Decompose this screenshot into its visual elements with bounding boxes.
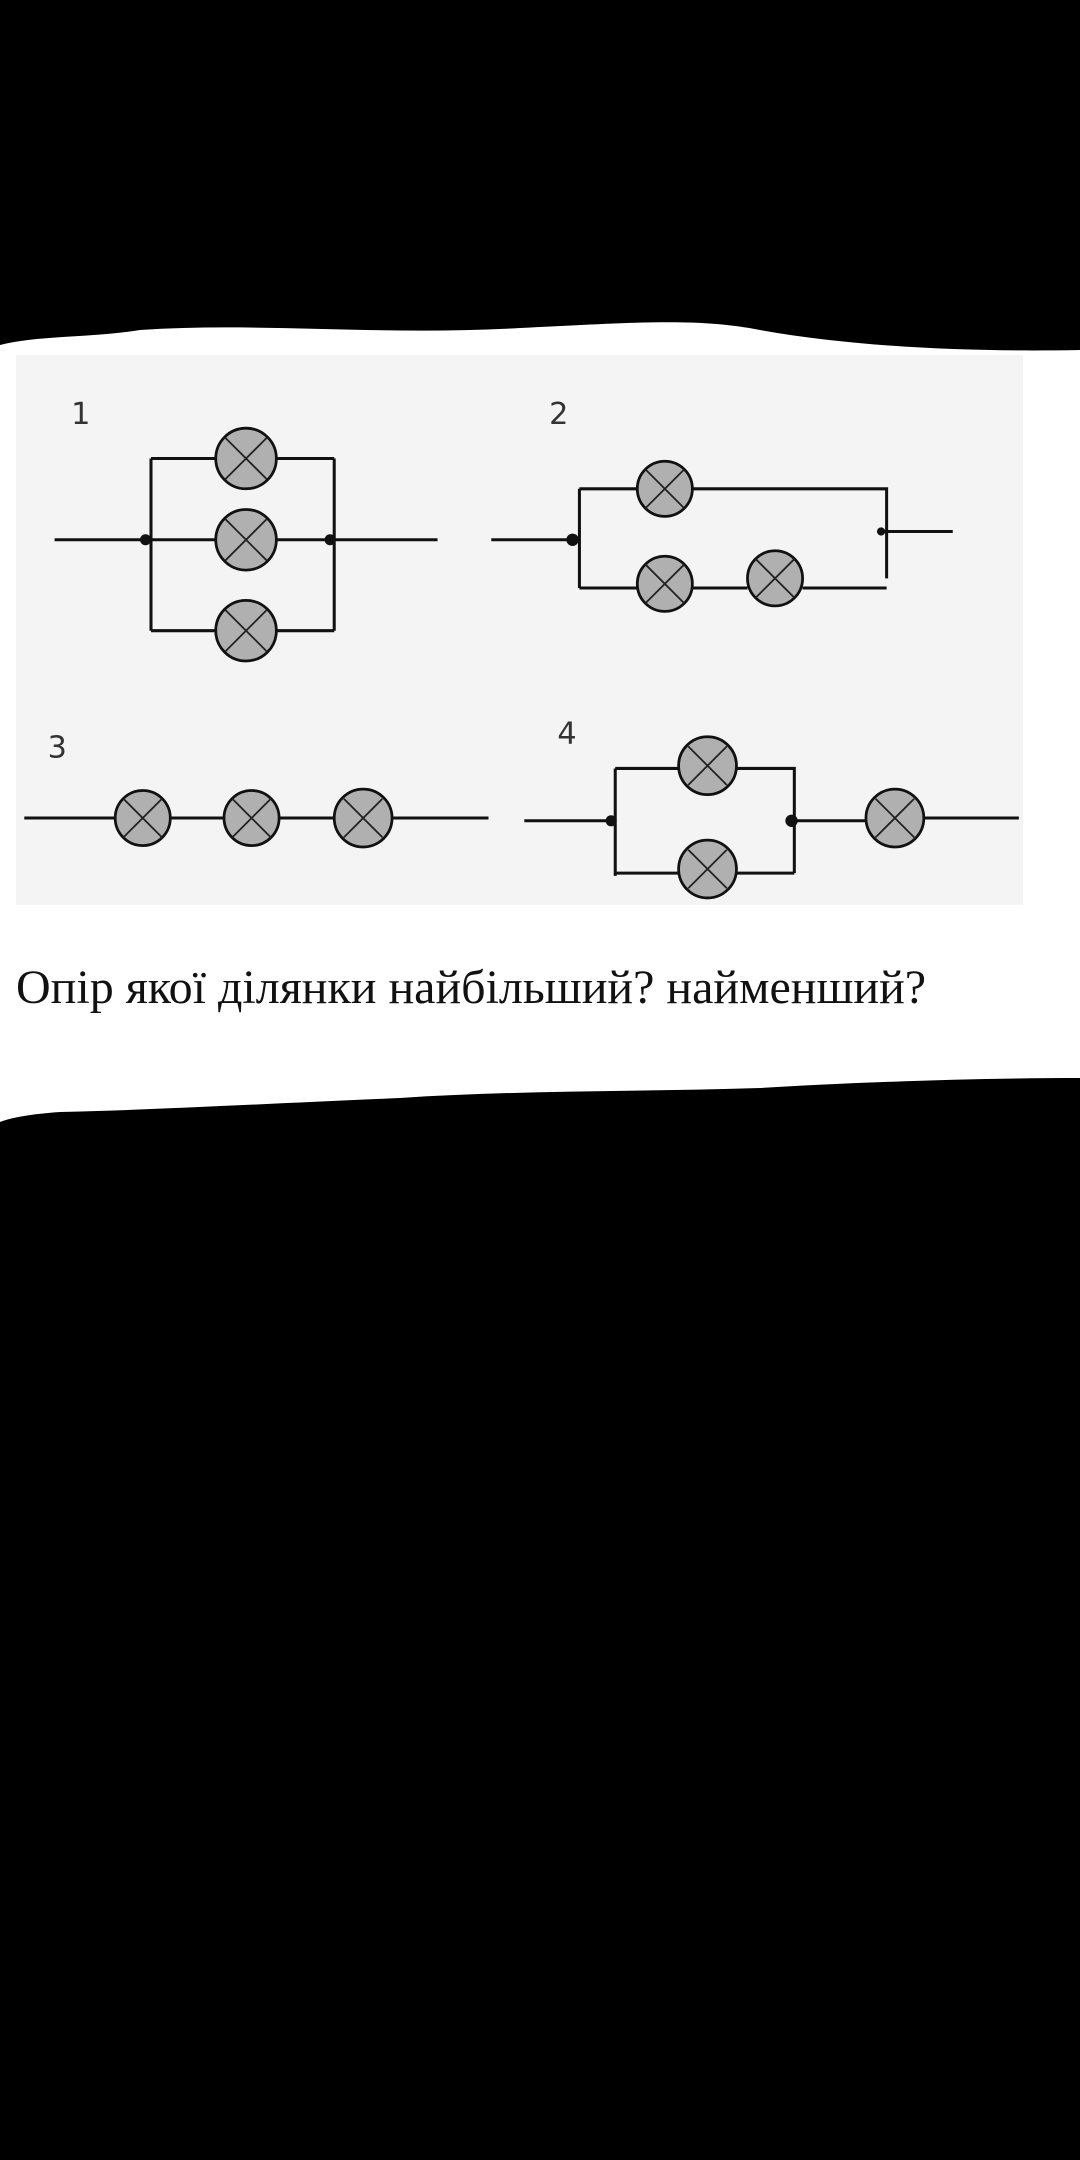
lamp-icon xyxy=(746,549,804,608)
circuit-label-1: 1 xyxy=(71,397,90,432)
circuit-label-3: 3 xyxy=(48,730,67,765)
lamp-icon xyxy=(864,787,926,849)
lamp-icon xyxy=(677,838,738,900)
junction-node xyxy=(785,814,798,827)
junction-node xyxy=(566,533,579,546)
lamp-icon xyxy=(214,426,278,491)
circuit-1: 1 xyxy=(54,397,438,663)
circuit-label-4: 4 xyxy=(557,717,576,752)
lamp-icon xyxy=(113,789,172,847)
circuit-label-2: 2 xyxy=(549,397,568,432)
lamp-icon xyxy=(332,787,394,849)
lamp-icon xyxy=(214,508,278,572)
junction-node xyxy=(324,534,336,546)
lamp-icon xyxy=(222,789,281,847)
lamp-icon xyxy=(635,459,694,518)
lamp-icon xyxy=(635,554,694,613)
circuit-4: 4 xyxy=(524,717,1019,900)
lamp-icon xyxy=(677,735,738,796)
circuit-diagram: 1 2 3 4 xyxy=(16,355,1023,905)
circuit-3: 3 xyxy=(24,730,489,849)
question-text: Опір якої ділянки найбільший? найменший? xyxy=(16,961,927,1014)
junction-node xyxy=(605,815,617,827)
lamp-icon xyxy=(214,599,278,663)
junction-node xyxy=(876,527,886,536)
circuit-2: 2 xyxy=(491,397,953,613)
junction-node xyxy=(139,534,152,546)
